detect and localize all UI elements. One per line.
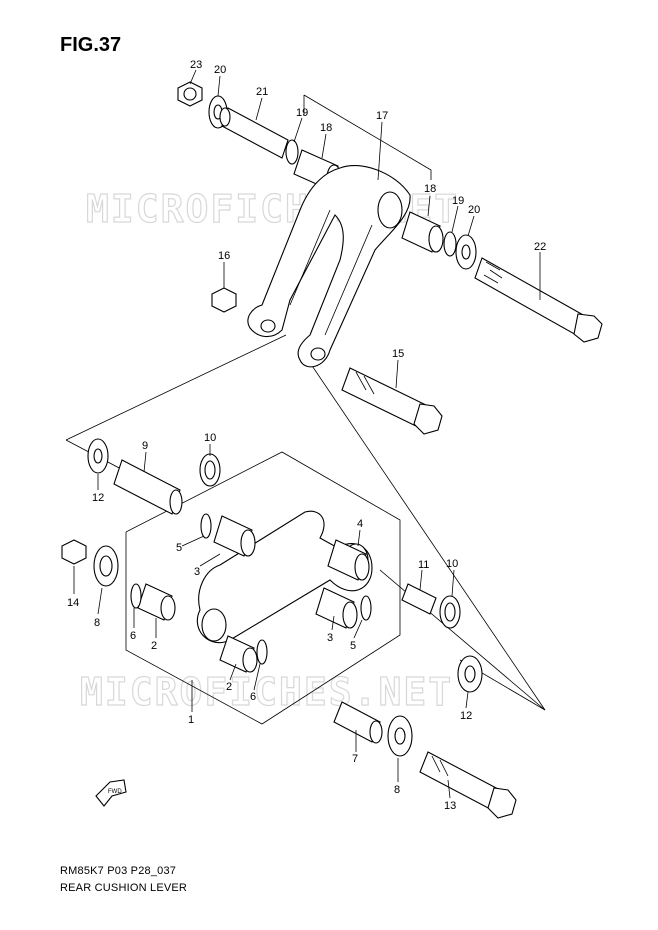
callout-4: 4 xyxy=(357,518,363,530)
bearing-2-left xyxy=(137,583,176,621)
callout-22: 22 xyxy=(534,241,546,253)
nut-23 xyxy=(177,81,203,107)
washer-12-right xyxy=(457,655,483,693)
callout-6-left: 6 xyxy=(130,630,136,642)
callout-16: 16 xyxy=(218,250,230,262)
callout-19-lower: 19 xyxy=(452,195,464,207)
leader-lines xyxy=(73,69,541,799)
collar-11 xyxy=(401,583,437,615)
callout-17: 17 xyxy=(376,110,388,122)
bearing-2-lower xyxy=(219,635,258,673)
callout-12-left: 12 xyxy=(92,492,104,504)
bolt-13 xyxy=(419,751,517,819)
callout-12-right: 12 xyxy=(460,710,472,722)
callout-11: 11 xyxy=(418,559,429,571)
figure-title: FIG.37 xyxy=(60,34,122,56)
bolt-22 xyxy=(474,257,603,343)
washer-8-bottom xyxy=(387,715,413,757)
callout-numbers: 23 20 21 19 18 17 18 19 20 22 16 15 9 10… xyxy=(67,59,546,812)
callout-2-left: 2 xyxy=(151,640,157,652)
diagram-name: REAR CUSHION LEVER xyxy=(60,882,188,894)
callout-10-lower: 10 xyxy=(446,558,458,570)
callout-23: 23 xyxy=(190,59,202,71)
watermark-bottom: MICROFICHES.NET xyxy=(80,670,453,714)
callout-6-lower: 6 xyxy=(250,691,256,703)
seal-5-upper xyxy=(200,513,212,539)
callout-13: 13 xyxy=(444,800,456,812)
bearing-3-lower xyxy=(315,587,358,629)
callout-3-upper: 3 xyxy=(194,566,200,578)
bearing-4 xyxy=(327,539,370,581)
washer-8-left xyxy=(93,545,119,587)
callout-10-upper: 10 xyxy=(204,432,216,444)
cushion-rod-17 xyxy=(247,164,411,368)
callout-21: 21 xyxy=(256,86,268,98)
callout-20-upper: 20 xyxy=(214,64,226,76)
callout-14: 14 xyxy=(67,597,79,609)
bearing-18-lower xyxy=(401,211,444,253)
fwd-arrow-icon: FWD xyxy=(95,779,127,807)
washer-12-left xyxy=(87,438,109,474)
oil-seal-19-lower xyxy=(443,231,457,257)
collar-21 xyxy=(219,107,289,159)
callout-18-lower: 18 xyxy=(424,183,436,195)
fwd-label: FWD xyxy=(108,789,122,795)
callout-15: 15 xyxy=(392,348,404,360)
callout-8-left: 8 xyxy=(94,617,100,629)
diagram-code: RM85K7 P03 P28_037 xyxy=(60,865,177,877)
callout-20-lower: 20 xyxy=(468,204,480,216)
washer-20-lower xyxy=(455,234,477,270)
callout-1: 1 xyxy=(188,714,194,726)
seal-6-left xyxy=(130,583,142,609)
oil-seal-10-upper xyxy=(199,453,221,487)
callout-5-lower: 5 xyxy=(350,640,356,652)
callout-19-upper: 19 xyxy=(296,107,308,119)
callout-3-lower: 3 xyxy=(327,632,333,644)
callout-8-bottom: 8 xyxy=(394,784,400,796)
nut-14 xyxy=(61,539,87,565)
guide-lines xyxy=(65,94,546,725)
seal-5-lower xyxy=(360,595,372,621)
bearing-3-upper xyxy=(213,515,256,557)
oil-seal-19-upper xyxy=(285,139,299,165)
callout-18-upper: 18 xyxy=(320,122,332,134)
oil-seal-10-lower xyxy=(439,595,461,629)
nut-16 xyxy=(211,287,237,313)
callout-7: 7 xyxy=(352,753,358,765)
callout-5-upper: 5 xyxy=(176,542,182,554)
callout-2-lower: 2 xyxy=(226,681,232,693)
collar-9 xyxy=(113,459,183,515)
callout-9: 9 xyxy=(142,440,148,452)
collar-7 xyxy=(333,701,383,744)
seal-6-lower xyxy=(256,639,268,665)
bolt-15 xyxy=(341,367,443,435)
